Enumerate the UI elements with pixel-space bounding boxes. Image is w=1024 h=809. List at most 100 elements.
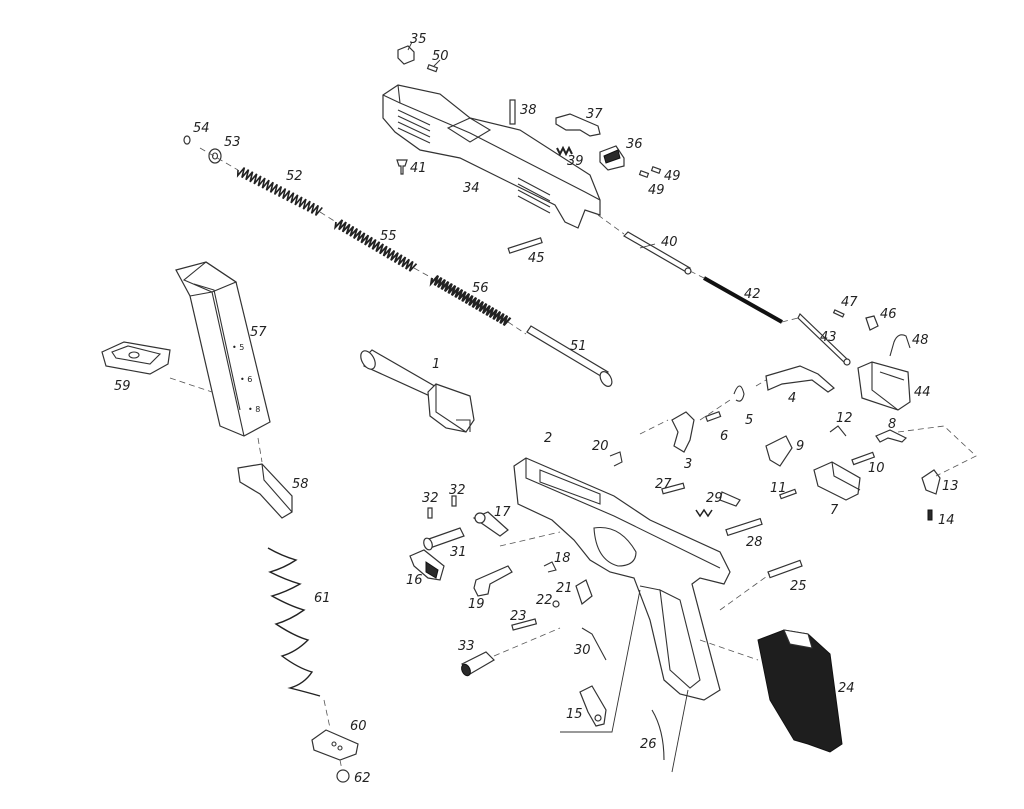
label-59: 59	[114, 379, 131, 394]
label-54: 54	[193, 121, 210, 136]
pin-part-50	[426, 59, 441, 73]
spring-part-61	[267, 547, 321, 697]
label-30: 30	[574, 643, 591, 658]
label-40: 40	[661, 235, 678, 250]
ring-part-54	[183, 135, 191, 145]
label-37: 37	[586, 107, 603, 122]
front-sight-part-35	[397, 41, 415, 65]
pin-part-10	[851, 451, 876, 466]
label-6: 6	[720, 429, 728, 444]
part-13	[921, 469, 941, 495]
label-38: 38	[520, 103, 537, 118]
baseplate-part-59	[101, 341, 171, 375]
part-8	[875, 429, 908, 443]
sight-pins-part-49	[638, 165, 662, 179]
part-15	[579, 685, 607, 727]
label-60: 60	[350, 719, 367, 734]
magazine-mark-top: • 5	[232, 343, 244, 352]
screw-part-41	[396, 159, 408, 175]
pin-part-28	[725, 517, 763, 537]
trigger-part-3	[671, 411, 695, 453]
label-47: 47	[841, 295, 858, 310]
slide-part-34	[382, 84, 601, 229]
label-32b: 32	[449, 483, 466, 498]
wire-part-26	[651, 709, 665, 761]
guide-rod-part-51	[526, 325, 613, 387]
spring-part-56	[429, 274, 512, 327]
label-42: 42	[744, 287, 761, 302]
label-27: 27	[655, 477, 672, 492]
lever-part-19	[473, 565, 513, 597]
label-49a: 49	[664, 169, 681, 184]
part-22	[552, 600, 560, 608]
grip-panel-part-24	[757, 629, 843, 753]
rear-sight-part-36	[599, 145, 625, 171]
spring-part-14	[927, 509, 933, 521]
label-48: 48	[912, 333, 929, 348]
label-51: 51	[570, 339, 587, 354]
part-46	[865, 315, 879, 331]
rod-part-42	[703, 276, 783, 324]
label-18: 18	[554, 551, 571, 566]
label-28: 28	[746, 535, 763, 550]
pins-part-32	[427, 495, 457, 519]
label-53: 53	[224, 135, 241, 150]
spring-coil-52	[236, 167, 323, 216]
label-11: 11	[770, 481, 787, 496]
part-31	[423, 527, 465, 551]
label-43: 43	[820, 330, 837, 345]
pin-part-45	[507, 237, 543, 254]
spring-part-48	[889, 334, 911, 357]
label-17: 17	[494, 505, 511, 520]
label-62: 62	[354, 771, 371, 786]
label-29: 29	[706, 491, 723, 506]
label-35: 35	[410, 32, 427, 47]
pin-part-11	[779, 488, 797, 500]
label-34: 34	[463, 181, 480, 196]
label-21: 21	[556, 581, 573, 596]
label-20: 20	[592, 439, 609, 454]
frame-part-2	[513, 457, 731, 701]
pin-part-25	[767, 559, 803, 579]
spring-part-39	[556, 145, 573, 157]
label-1: 1	[432, 357, 440, 372]
pin-part-38	[509, 99, 516, 125]
part-12	[829, 425, 847, 437]
label-16: 16	[406, 573, 423, 588]
pin-part-47	[832, 309, 845, 318]
label-36: 36	[626, 137, 643, 152]
label-50: 50	[432, 49, 449, 64]
label-61: 61	[314, 591, 331, 606]
bar-part-4	[765, 365, 835, 393]
spring-coil-56	[429, 274, 512, 327]
part-29	[695, 491, 741, 518]
pin-part-23	[511, 618, 538, 631]
button-part-62	[336, 769, 350, 783]
label-10: 10	[868, 461, 885, 476]
plate-part-60	[311, 729, 359, 761]
label-26: 26	[640, 737, 657, 752]
label-13: 13	[942, 479, 959, 494]
spring-coil-61	[267, 547, 321, 697]
label-58: 58	[292, 477, 309, 492]
label-5: 5	[745, 413, 753, 428]
label-8: 8	[888, 417, 896, 432]
spring-part-5	[733, 385, 745, 402]
label-49b: 49	[648, 183, 665, 198]
magazine-part-57	[175, 261, 271, 437]
label-25: 25	[790, 579, 807, 594]
extractor-part-37	[555, 113, 601, 137]
label-45: 45	[528, 251, 545, 266]
magazine-mark-low: • 8	[248, 405, 260, 414]
label-24: 24	[838, 681, 855, 696]
block-part-7	[813, 461, 861, 501]
follower-part-58	[237, 463, 293, 519]
part-20	[609, 451, 623, 467]
label-14: 14	[938, 513, 955, 528]
label-56: 56	[472, 281, 489, 296]
label-41: 41	[410, 161, 427, 176]
label-39: 39	[567, 154, 584, 169]
label-46: 46	[880, 307, 897, 322]
firing-pin-part-40	[623, 231, 692, 275]
